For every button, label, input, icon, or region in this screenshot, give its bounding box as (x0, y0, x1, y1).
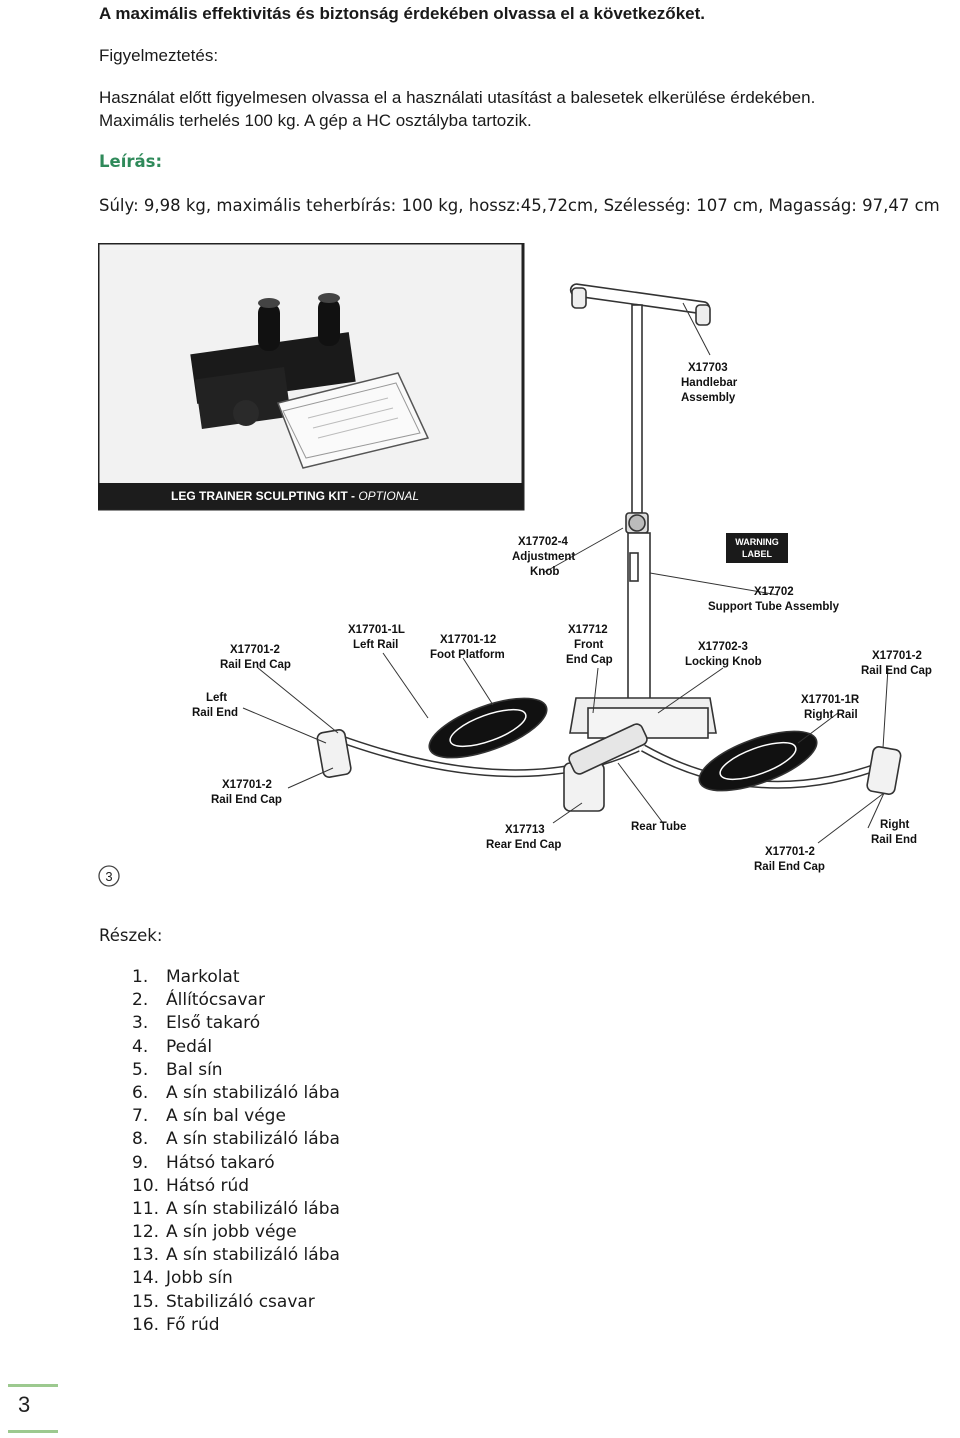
leader-lines (242, 302, 889, 844)
list-item: 5.Bal sín (132, 1059, 223, 1080)
svg-text:Knob: Knob (530, 566, 559, 578)
warning-line-1: Használat előtt figyelmesen olvassa el a… (99, 88, 816, 107)
svg-text:Rail End Cap: Rail End Cap (211, 794, 282, 806)
svg-text:X17701-12: X17701-12 (440, 634, 496, 646)
svg-text:Front: Front (574, 639, 604, 651)
svg-text:LABEL: LABEL (742, 549, 772, 559)
warning-title: Figyelmeztetés: (99, 46, 219, 65)
diagram-callouts: X17703 Handlebar Assembly X17702-4 Adjus… (192, 362, 932, 873)
svg-text:X17701-2: X17701-2 (765, 846, 815, 858)
svg-text:Rail End Cap: Rail End Cap (754, 861, 825, 873)
warning-label-badge: WARNING LABEL (726, 533, 788, 563)
svg-text:X17701-1R: X17701-1R (801, 694, 860, 706)
svg-text:Right: Right (880, 819, 910, 831)
svg-text:Rail End Cap: Rail End Cap (861, 665, 932, 677)
svg-text:X17702-3: X17702-3 (698, 641, 748, 653)
svg-text:X17702-4: X17702-4 (518, 536, 568, 548)
list-item: 8.A sín stabilizáló lába (132, 1129, 340, 1150)
leg-trainer-kit-photo: LEG TRAINER SCULPTING KIT - OPTIONAL (98, 243, 525, 511)
parts-list: 1.Markolat 2.Állítócsavar 3.Első takaró … (132, 966, 340, 1337)
trainer-frame (316, 283, 902, 812)
svg-text:WARNING: WARNING (735, 537, 779, 547)
svg-text:X17703: X17703 (688, 362, 728, 374)
svg-text:X17713: X17713 (505, 824, 545, 836)
svg-text:Assembly: Assembly (681, 392, 736, 404)
svg-text:Locking Knob: Locking Knob (685, 656, 762, 668)
list-item: 13.A sín stabilizáló lába (132, 1245, 340, 1266)
list-item: 9.Hátsó takaró (132, 1152, 275, 1173)
svg-text:Left Rail: Left Rail (353, 639, 398, 651)
warning-line-2: Maximális terhelés 100 kg. A gép a HC os… (99, 111, 532, 130)
svg-text:Left: Left (206, 692, 227, 704)
kit-caption: LEG TRAINER SCULPTING KIT - OPTIONAL (171, 489, 419, 503)
svg-text:Rail End: Rail End (192, 707, 238, 719)
list-item: 3.Első takaró (132, 1013, 261, 1034)
list-item: 11.A sín stabilizáló lába (132, 1198, 340, 1219)
svg-text:X17701-2: X17701-2 (222, 779, 272, 791)
svg-text:X17701-2: X17701-2 (230, 644, 280, 656)
description-title: Leírás: (99, 152, 163, 171)
svg-text:Right Rail: Right Rail (804, 709, 858, 721)
svg-text:Rail End Cap: Rail End Cap (220, 659, 291, 671)
page-number: 3 (18, 1392, 31, 1417)
svg-text:Handlebar: Handlebar (681, 377, 738, 389)
footer-divider-bottom (8, 1430, 58, 1433)
svg-text:Support Tube Assembly: Support Tube Assembly (708, 601, 840, 613)
svg-text:3: 3 (105, 869, 112, 884)
svg-text:X17701-2: X17701-2 (872, 650, 922, 662)
list-item: 15.Stabilizáló csavar (132, 1291, 315, 1312)
parts-title: Részek: (99, 926, 163, 945)
list-item: 2.Állítócsavar (132, 990, 265, 1011)
footer-divider-top (8, 1384, 58, 1387)
product-diagram: LEG TRAINER SCULPTING KIT - OPTIONAL (98, 243, 948, 893)
svg-text:X17712: X17712 (568, 624, 608, 636)
list-item: 14.Jobb sín (132, 1268, 233, 1289)
list-item: 10.Hátsó rúd (132, 1175, 250, 1196)
svg-text:Foot Platform: Foot Platform (430, 649, 505, 661)
svg-text:Adjustment: Adjustment (512, 551, 575, 563)
svg-text:Rail End: Rail End (871, 834, 917, 846)
list-item: 12.A sín jobb vége (132, 1222, 297, 1243)
svg-text:Rear Tube: Rear Tube (631, 821, 686, 833)
page-heading: A maximális effektivitás és biztonság ér… (99, 4, 705, 23)
description-text: Súly: 9,98 kg, maximális teherbírás: 100… (99, 196, 940, 215)
list-item: 16.Fő rúd (132, 1314, 220, 1335)
list-item: 6.A sín stabilizáló lába (132, 1082, 340, 1103)
list-item: 4.Pedál (132, 1036, 213, 1057)
list-item: 1.Markolat (132, 967, 240, 987)
figure-number-badge: 3 (98, 865, 120, 887)
svg-text:Rear End Cap: Rear End Cap (486, 839, 561, 851)
list-item: 7.A sín bal vége (132, 1106, 286, 1127)
svg-text:X17701-1L: X17701-1L (348, 624, 405, 636)
svg-text:End Cap: End Cap (566, 654, 613, 666)
svg-text:X17702: X17702 (754, 586, 794, 598)
